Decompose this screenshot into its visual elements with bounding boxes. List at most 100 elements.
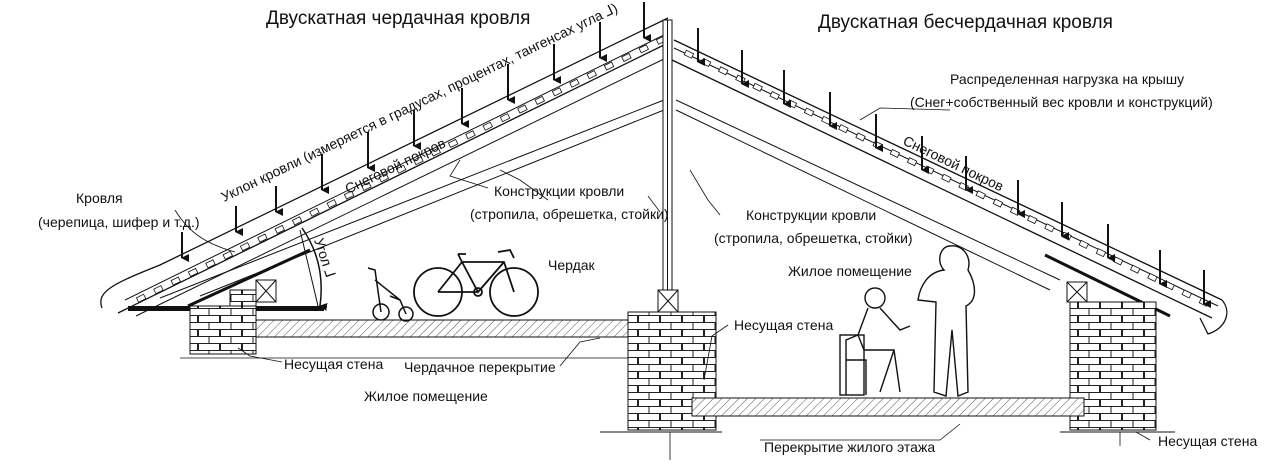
tile-mark [257,233,268,243]
tile-mark [482,121,493,131]
bicycle-icon [413,249,539,317]
tile-mark [1164,281,1175,291]
left-living-label: Жилое помещение [364,388,488,404]
left-roof-tiles-line [124,32,669,301]
tile-mark [222,250,233,260]
attic-floor-label: Чердачное перекрытие [404,359,556,375]
left-bearing-wall-label: Несущая стена [284,356,383,372]
roofing-label-2: (черепица, шифер и т.д.) [38,214,200,230]
roofing-label-1: Кровля [76,190,123,206]
tile-mark [786,99,798,109]
tile-mark [941,173,952,183]
left-wall-cap [229,289,257,307]
tile-mark [274,224,285,234]
center-bearing-wall-label: Несущая стена [734,317,833,333]
tile-mark [803,107,815,117]
right-structures-label-1: Конструкции кровли [746,207,876,223]
load-arrows [181,2,1211,308]
tile-mark [378,173,389,183]
tile-mark [170,276,181,286]
tile-mark [1130,264,1141,274]
tile-mark [638,44,649,54]
left-eave-strut [187,248,311,308]
tile-mark [499,113,511,123]
tile-mark [1027,215,1038,225]
tile-mark [569,78,580,88]
tile-mark [326,199,337,209]
right-title: Двускатная бесчердачная кровля [818,12,1113,33]
tile-mark [291,216,303,226]
left-structures-label-1: Конструкции кровли [494,183,624,199]
tile-mark [889,148,901,158]
tile-mark [872,140,883,150]
tile-mark [534,95,545,105]
left-snow-label: Снеговой покров [342,135,448,197]
load-label-1: Распределенная нагрузка на крышу [950,71,1184,87]
left-title: Двускатная чердачная кровля [266,8,530,29]
tile-mark [700,57,712,68]
tile-mark [413,156,424,166]
tile-mark [447,138,459,148]
tile-mark [735,74,746,84]
tile-mark [551,87,563,97]
tile-mark [621,52,632,62]
left-rafter-line [159,99,665,299]
left-roof [100,17,671,359]
slope-angle-arc [301,227,328,311]
tile-mark [769,91,780,101]
tile-mark [1061,231,1072,241]
tile-mark [465,130,476,140]
right-structures-label-2: (стропила, обрешетка, стойки) [714,230,913,246]
tile-mark [975,190,986,200]
attic-floor-slab [255,319,653,338]
right-bearing-wall-label: Несущая стена [1158,433,1257,449]
tile-mark [1112,256,1124,266]
right-living-label: Жилое помещение [788,263,912,279]
tile-mark [603,61,615,71]
left-roof-outer-line [100,17,669,309]
left-roof-inner-line [117,41,671,314]
tile-mark [1181,289,1192,299]
tile-mark [1078,239,1089,249]
slope-label: Уклон кровли (измеряется в градусах, про… [218,0,620,205]
standing-person-icon [917,245,976,397]
tile-mark [343,190,355,200]
right-rafter-line-2 [675,109,1051,291]
tile-mark [924,165,935,175]
leader-lines [174,107,1151,441]
tile-mark [187,267,199,277]
right-roof [671,39,1228,446]
tile-mark [361,181,372,191]
tile-mark [1044,223,1055,233]
right-roof-outer-line [673,39,1223,301]
tile-mark [992,198,1004,208]
tile-mark [718,66,729,76]
tile-mark [135,293,147,303]
tile-mark [683,49,695,59]
tile-mark [205,259,216,269]
seated-person-icon [839,287,911,396]
tile-mark [239,242,251,252]
left-tile-marks [135,35,667,303]
right-roof-end [1199,299,1228,335]
tile-mark [430,147,441,157]
tricycle-icon [367,267,414,322]
tile-mark [586,70,597,80]
tile-mark [1095,248,1107,258]
tile-mark [855,132,866,142]
left-bearing-wall [189,305,257,355]
tile-mark [153,285,164,295]
left-structures-label-2: (стропила, обрешетка, стойки) [470,206,669,222]
tile-mark [395,164,407,174]
right-rafter-line [675,99,1061,281]
right-tile-marks [683,49,1210,307]
tile-mark [838,124,849,134]
load-label-2: (Снег+собственный вес кровли и конструкц… [910,94,1213,110]
tile-mark [517,104,528,114]
living-floor-label: Перекрытие жилого этажа [764,439,935,455]
center-structure [600,19,722,460]
tile-mark [1147,272,1158,282]
tile-mark [906,157,918,167]
attic-label: Чердак [548,257,596,273]
